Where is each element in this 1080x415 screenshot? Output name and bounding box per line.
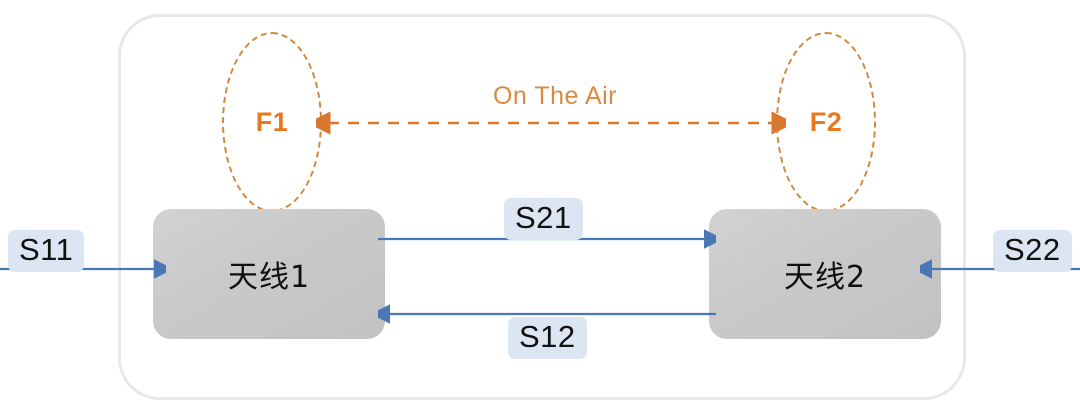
s-parameter-badge-s12[interactable]: S12: [508, 317, 587, 359]
on-the-air-label: On The Air: [492, 82, 618, 110]
antenna-label-1: 天线1: [227, 260, 311, 295]
frequency-ellipse-f2[interactable]: F2: [776, 32, 876, 212]
frequency-ellipse-f1[interactable]: F1: [222, 32, 322, 212]
s-parameter-badge-s11[interactable]: S11: [8, 230, 85, 272]
antenna-block-1[interactable]: 天线1: [153, 209, 385, 339]
s-parameter-badge-s22[interactable]: S22: [993, 230, 1072, 272]
system-boundary-frame: [118, 14, 966, 400]
frequency-label-f2: F2: [809, 106, 843, 137]
s-parameter-badge-s21[interactable]: S21: [504, 198, 583, 240]
frequency-label-f1: F1: [255, 106, 289, 137]
antenna-block-2[interactable]: 天线2: [709, 209, 941, 339]
on-the-air-connector: [316, 111, 786, 135]
s12-arrow: [378, 304, 716, 324]
antenna-label-2: 天线2: [783, 260, 867, 295]
